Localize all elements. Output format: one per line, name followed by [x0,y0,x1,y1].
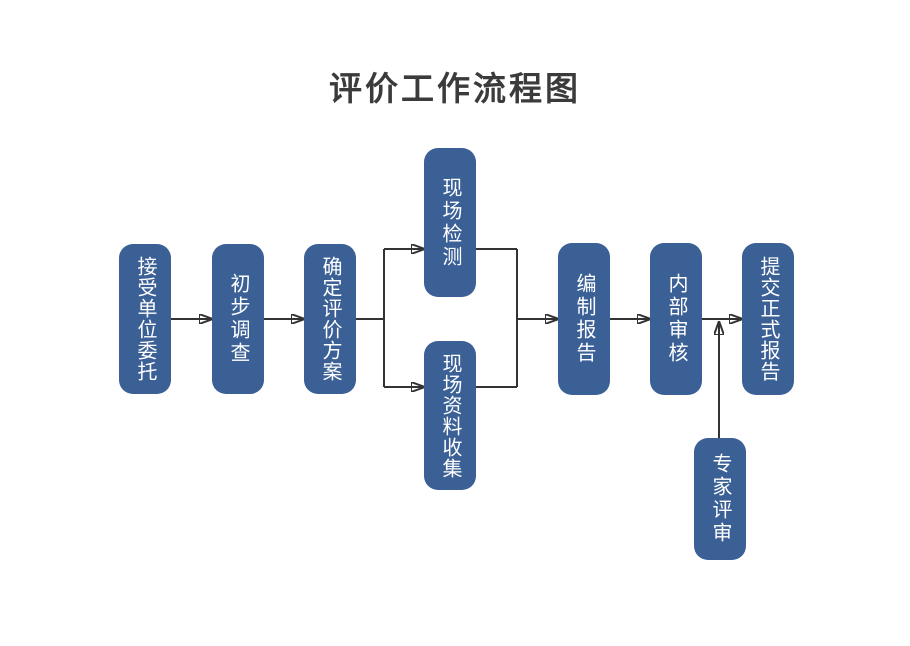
node-expert-review: 专家评审 [694,438,746,560]
node-label: 现场资料收集 [439,352,461,479]
node-label: 接受单位委托 [134,256,156,382]
chart-title: 评价工作流程图 [329,70,581,107]
node-label: 确定评价方案 [319,256,341,382]
node-compile-report: 编制报告 [558,243,610,395]
node-submit-final-report: 提交正式报告 [742,243,794,395]
node-label: 提交正式报告 [757,256,779,382]
node-label: 现场检测 [439,176,461,269]
node-site-testing: 现场检测 [424,148,476,297]
node-accept-commission: 接受单位委托 [119,244,171,394]
node-label: 初步调查 [227,273,249,365]
node-label: 专家评审 [709,453,731,545]
node-internal-review: 内部审核 [650,243,702,395]
node-site-data-collection: 现场资料收集 [424,341,476,490]
node-preliminary-survey: 初步调查 [212,244,264,394]
node-label: 编制报告 [573,273,595,365]
node-determine-plan: 确定评价方案 [304,244,356,394]
node-label: 内部审核 [665,273,687,365]
